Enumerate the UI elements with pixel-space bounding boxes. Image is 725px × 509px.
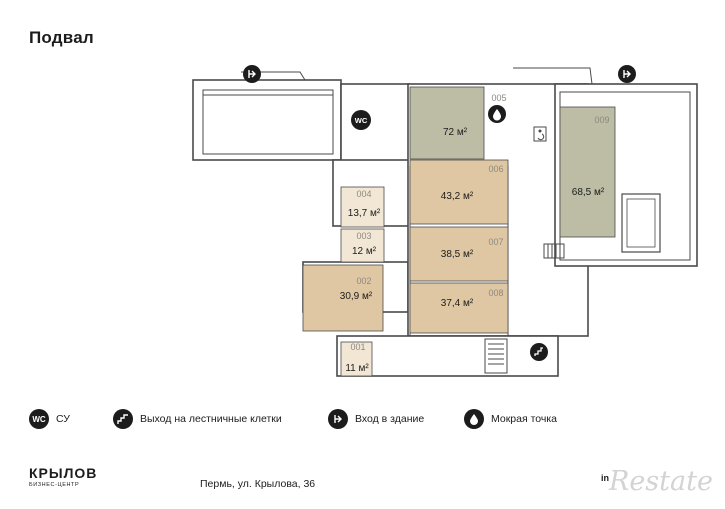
room-code: 002 (356, 276, 371, 286)
room-002[interactable] (302, 264, 384, 332)
room-code: 001 (350, 342, 365, 352)
person-icon (533, 126, 547, 142)
room-code: 006 (488, 164, 503, 174)
legend-entrance-label: Вход в здание (355, 413, 425, 425)
room-009[interactable] (559, 106, 616, 238)
room-code: 005 (491, 93, 506, 103)
room-area: 11 м² (345, 363, 369, 374)
water-drop-icon (464, 409, 484, 429)
room-006[interactable] (409, 159, 509, 225)
wc-icon: WC (351, 110, 371, 130)
water-drop-icon (488, 105, 506, 123)
room-005[interactable] (409, 86, 485, 160)
legend-stairs: Выход на лестничные клетки (113, 408, 282, 430)
room-area: 13,7 м² (348, 208, 381, 219)
room-area: 68,5 м² (572, 187, 605, 198)
legend-entrance: Вход в здание (328, 408, 424, 430)
room-007[interactable] (409, 226, 509, 282)
brand-subtitle: БИЗНЕС-ЦЕНТР (29, 482, 80, 488)
room-008[interactable] (409, 282, 509, 334)
room-001[interactable] (340, 341, 373, 377)
legend-wet-point: Мокрая точка (464, 408, 557, 430)
entrance-icon[interactable] (618, 65, 636, 83)
room-code: 008 (488, 288, 503, 298)
room-code: 004 (356, 189, 371, 199)
restate-logo: inRestate (601, 466, 713, 497)
wc-icon-label: WC (355, 116, 368, 125)
brand-name: КРЫЛОВ (29, 465, 98, 481)
logo-word: Restate (609, 466, 713, 497)
logo-prefix: in (601, 473, 609, 483)
legend-wet-point-label: Мокрая точка (491, 413, 558, 425)
room-003[interactable] (340, 228, 385, 263)
room-area: 12 м² (352, 246, 377, 257)
legend-stairs-label: Выход на лестничные клетки (140, 413, 282, 425)
room-area: 30,9 м² (340, 291, 373, 302)
legend-wc: WC СУ (29, 408, 70, 430)
entrance-icon (328, 409, 348, 429)
rooms-layer: 001 11 м² 002 30,9 м² 003 12 м² 004 13,7 м² 005 7… (302, 86, 616, 377)
brand-logo: КРЫЛОВ БИЗНЕС-ЦЕНТР (29, 465, 97, 488)
room-code: 007 (488, 237, 503, 247)
legend-wc-label: СУ (56, 413, 70, 425)
entrance-icon[interactable] (243, 65, 261, 83)
room-code: 003 (356, 231, 371, 241)
shaft (621, 193, 661, 253)
room-004[interactable] (340, 186, 385, 228)
stairs-icon (113, 409, 133, 429)
wc-icon: WC (29, 409, 49, 429)
room-area: 38,5 м² (441, 249, 474, 260)
shaft-inner (626, 198, 656, 248)
address: Пермь, ул. Крылова, 36 (200, 478, 316, 490)
page-title: Подвал (29, 28, 94, 47)
room-area: 72 м² (443, 127, 468, 138)
room-code: 009 (594, 115, 609, 125)
room-area: 37,4 м² (441, 298, 474, 309)
room-area: 43,2 м² (441, 191, 474, 202)
stairs-icon (530, 343, 548, 361)
